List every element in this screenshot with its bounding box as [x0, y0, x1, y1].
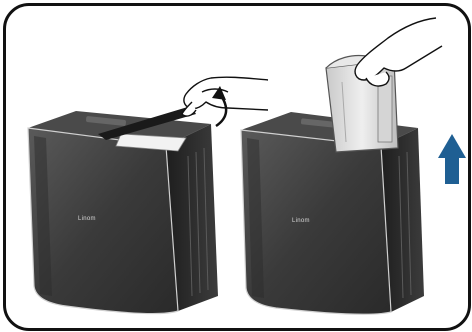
left-humidifier: [28, 106, 218, 314]
up-arrow-icon: [438, 134, 466, 184]
right-brand-label: Linom: [292, 218, 310, 224]
illustration-frame: Linom Linom: [3, 3, 471, 331]
right-hand: [355, 18, 442, 86]
left-brand-label: Linom: [78, 216, 96, 222]
illustration-canvas: [6, 6, 471, 331]
